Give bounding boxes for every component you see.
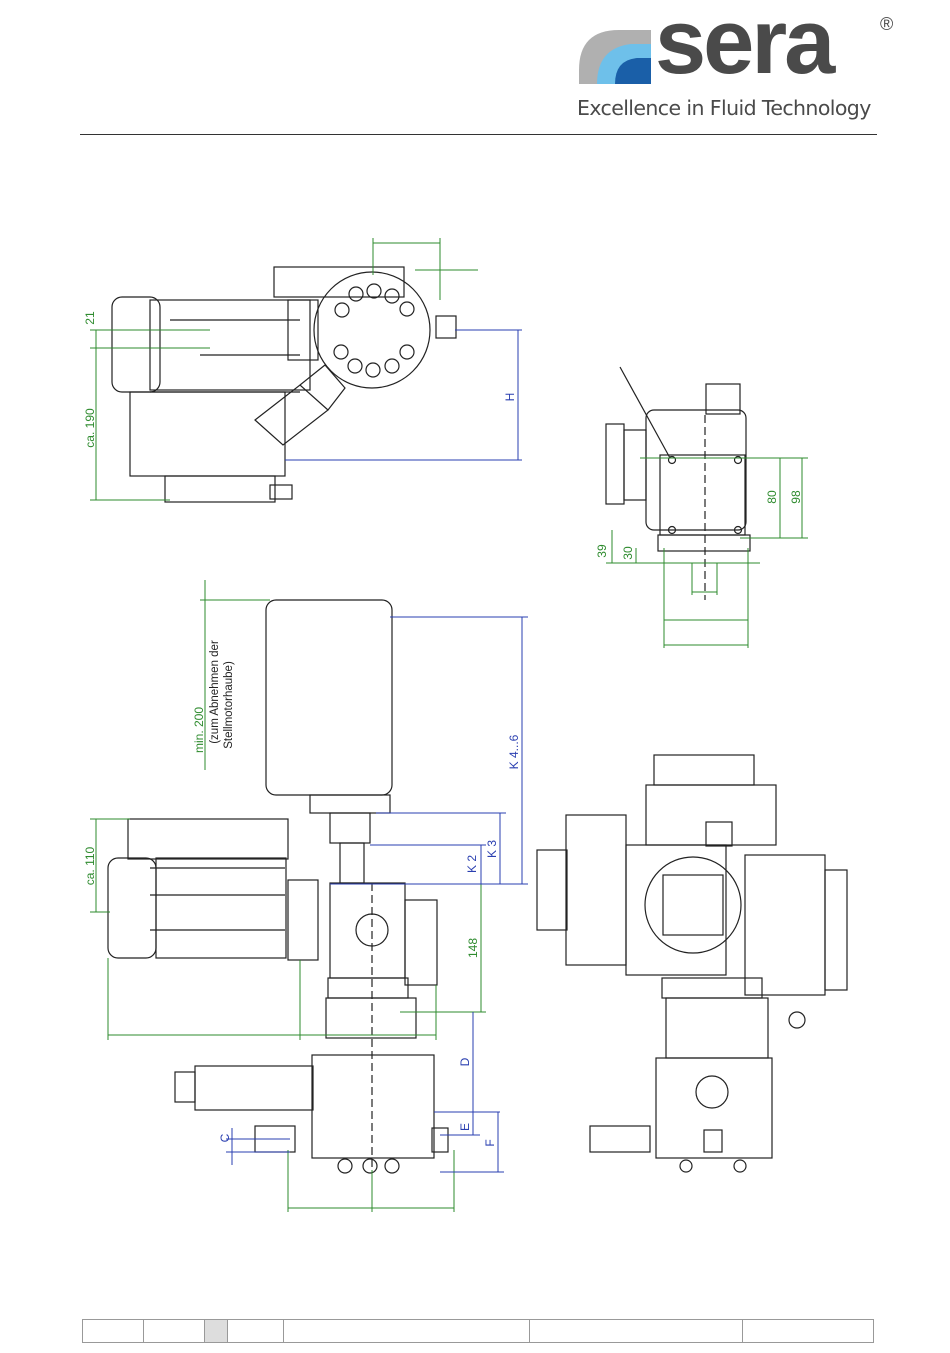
dim-k2: K 2 (465, 855, 479, 873)
dim-39: 39 (595, 544, 609, 558)
dim-80: 80 (765, 490, 779, 504)
dim-f: F (483, 1139, 497, 1146)
dim-c: C (218, 1133, 232, 1142)
title-block-cell (205, 1320, 228, 1342)
dim-d: D (458, 1057, 472, 1066)
dim-30: 30 (621, 546, 635, 560)
dim-k3: K 3 (485, 840, 499, 858)
dim-ca-190: ca. 190 (83, 408, 97, 448)
dim-note-line1: (zum Abnehmen der (209, 640, 221, 744)
dim-21: 21 (83, 311, 97, 325)
title-block-cell (144, 1320, 205, 1342)
front-view (108, 600, 448, 1173)
dim-k-4-6: K 4...6 (507, 734, 521, 769)
dim-98: 98 (789, 490, 803, 504)
title-block-cell (83, 1320, 144, 1342)
right-flange-view (606, 367, 750, 600)
title-block-cell (530, 1320, 743, 1342)
dim-h: H (503, 393, 517, 402)
dim-min-200: min. 200 (192, 707, 206, 753)
dimension-lines-blue (226, 330, 528, 1172)
title-block-cell (743, 1320, 873, 1342)
dim-note-line2: Stellmotorhaube) (223, 661, 235, 749)
dim-e: E (458, 1123, 472, 1131)
dim-148: 148 (466, 938, 480, 958)
title-block (82, 1319, 874, 1343)
title-block-cell (228, 1320, 284, 1342)
title-block-cell (284, 1320, 530, 1342)
side-view (537, 755, 847, 1172)
top-view (112, 267, 456, 502)
dim-ca-110: ca. 110 (83, 846, 97, 885)
